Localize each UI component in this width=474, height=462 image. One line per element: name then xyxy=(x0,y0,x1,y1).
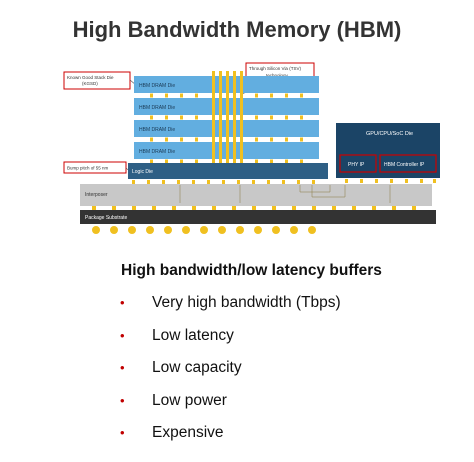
hbm-controller-ip-box xyxy=(379,154,437,173)
dram-die-label: HBM DRAM Die xyxy=(139,105,175,111)
hbm-cross-section-diagram: Known Good Stack Die (KGSD) Through Sili… xyxy=(63,62,440,234)
list-item: • Low capacity xyxy=(120,357,341,390)
hbm-controller-ip-label: HBM Controller IP xyxy=(384,162,425,168)
page-title: High Bandwidth Memory (HBM) xyxy=(72,17,402,42)
list-item-text: Very high bandwidth (Tbps) xyxy=(152,294,341,311)
phy-ip-box xyxy=(339,154,377,173)
bullet-dot-icon: • xyxy=(120,425,125,440)
callout-tsv-line2: technology xyxy=(266,73,289,78)
solder-balls xyxy=(92,226,316,234)
logic-die xyxy=(128,163,328,179)
callout-known-good-stack-die: Known Good Stack Die (KGSD) xyxy=(63,71,137,90)
bullet-list: • Very high bandwidth (Tbps) • Low latency… xyxy=(120,292,341,455)
interposer-routing xyxy=(179,185,391,203)
bullet-dot-icon: • xyxy=(120,327,125,343)
callout-kgsd-line2: (KGSD) xyxy=(82,81,98,86)
section-heading: High bandwidth/low latency buffers xyxy=(121,262,382,279)
package-substrate-label: Package Substrate xyxy=(85,215,127,221)
dram-die-label: HBM DRAM Die xyxy=(139,83,175,89)
c4-bumps-top xyxy=(132,179,436,184)
callout-bump-pitch: Bump pitch of 55 nm xyxy=(63,161,135,176)
tsv-columns xyxy=(212,71,243,163)
callout-kgsd-line1: Known Good Stack Die xyxy=(67,75,114,80)
callout-bump-pitch-label: Bump pitch of 55 nm xyxy=(67,166,109,171)
list-item-text: Low power xyxy=(152,391,227,409)
package-substrate xyxy=(80,210,436,224)
gpu-die-label: GPU/CPU/SoC Die xyxy=(366,131,413,137)
list-item: • Very high bandwidth (Tbps) xyxy=(120,292,341,325)
logic-die-label: Logic Die xyxy=(132,169,153,175)
bullet-dot-icon: • xyxy=(120,360,125,375)
micro-bumps xyxy=(150,93,303,164)
dram-stack: HBM DRAM Die HBM DRAM Die HBM DRAM Die H… xyxy=(134,71,319,164)
list-item-text: Low capacity xyxy=(152,359,242,376)
c4-bumps-bottom xyxy=(92,206,416,210)
interposer-label: Interposer xyxy=(85,192,108,198)
interposer xyxy=(80,184,432,206)
bullet-dot-icon: • xyxy=(120,392,125,408)
dram-die-label: HBM DRAM Die xyxy=(139,127,175,133)
list-item: • Low power xyxy=(120,390,341,423)
list-item-text: Expensive xyxy=(152,424,224,441)
list-item: • Low latency xyxy=(120,325,341,358)
callout-tsv-line1: Through Silicon Via (TSV) xyxy=(249,66,301,71)
bullet-dot-icon: • xyxy=(120,295,125,310)
dram-die-label: HBM DRAM Die xyxy=(139,149,175,155)
phy-ip-label: PHY IP xyxy=(348,162,365,168)
list-item-text: Low latency xyxy=(152,326,234,344)
list-item: • Expensive xyxy=(120,422,341,455)
